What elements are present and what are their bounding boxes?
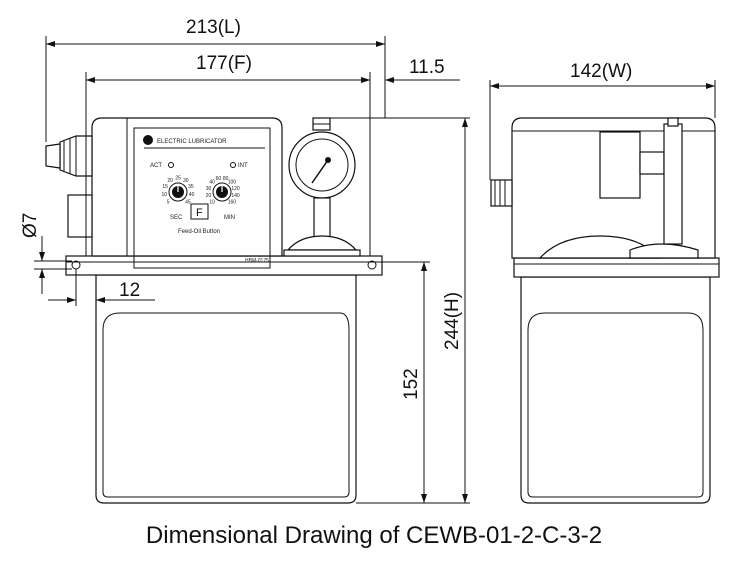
front-tank-inner-edge xyxy=(102,312,350,498)
min-label: MIN xyxy=(224,215,235,221)
dim-tank-height: 152 xyxy=(401,368,422,400)
dial-tick-label: 40 xyxy=(209,180,215,186)
dial-tick-label: 60 xyxy=(216,176,222,182)
dial-tick-label: 30 xyxy=(183,178,189,184)
panel-title: ELECTRIC LUBRICATOR xyxy=(157,139,227,145)
dim-foot: 12 xyxy=(119,280,140,301)
control-panel xyxy=(133,127,271,269)
act-indicator-lamp xyxy=(168,162,174,168)
front-base-plate xyxy=(65,255,383,276)
dial-tick-label: 5 xyxy=(167,199,170,205)
right-mounting-hole xyxy=(367,260,377,270)
dim-hole: Ø7 xyxy=(20,213,41,238)
dim-offset: 11.5 xyxy=(409,57,445,78)
int-indicator-lamp xyxy=(230,162,236,168)
side-view xyxy=(490,117,720,504)
dial-tick-label: 160 xyxy=(228,199,237,205)
front-head-housing xyxy=(91,117,283,257)
dim-overall-height: 244(H) xyxy=(442,292,463,350)
brand-logo-icon xyxy=(143,135,153,145)
pressure-gauge xyxy=(283,117,361,257)
sec-label: SEC xyxy=(170,215,183,221)
feed-oil-button xyxy=(190,203,209,220)
dial-tick-label: 120 xyxy=(231,186,240,192)
int-label: INT xyxy=(238,163,248,169)
front-oil-tank xyxy=(95,274,357,504)
dial-tick-label: 140 xyxy=(231,193,240,199)
side-oil-tank xyxy=(520,276,711,504)
front-dimensions: 213(L) 177(F) 11.5 244(H) 152 Ø7 12 xyxy=(20,17,470,504)
side-gauge-body xyxy=(599,131,641,199)
side-connector-block xyxy=(67,194,93,238)
dial-tick-label: 20 xyxy=(167,178,173,184)
side-dimensions: 142(W) xyxy=(489,61,716,180)
dial-tick-label: 30 xyxy=(206,186,212,192)
dial-tick-label: 45 xyxy=(185,199,191,205)
dial-tick-label: 35 xyxy=(188,184,194,190)
dim-overall-length: 213(L) xyxy=(186,17,241,38)
dial-tick-label: 20 xyxy=(206,193,212,199)
dial-tick-label: 10 xyxy=(162,192,168,198)
side-base-plate xyxy=(513,257,720,278)
feed-oil-button-caption: Feed-Oil Button xyxy=(178,229,220,235)
dial-tick-label: 10 xyxy=(209,199,215,205)
panel-part-code: HBM-0175 xyxy=(245,258,269,264)
dial-tick-label: 40 xyxy=(189,192,195,198)
dim-width: 142(W) xyxy=(570,61,632,82)
act-label: ACT xyxy=(150,163,162,169)
side-knob xyxy=(490,179,513,207)
feed-oil-button-label: F xyxy=(196,207,203,219)
cable-gland xyxy=(45,135,93,177)
drawing-caption: Dimensional Drawing of CEWB-01-2-C-3-2 xyxy=(145,522,603,549)
dial-tick-label: 100 xyxy=(228,180,237,186)
dial-tick-label: 80 xyxy=(223,176,229,182)
side-tank-inner-edge xyxy=(527,312,704,498)
dial-tick-label: 15 xyxy=(162,184,168,190)
dim-frame-length: 177(F) xyxy=(196,53,252,74)
dial-tick-label: 25 xyxy=(175,176,181,182)
side-gauge-stem xyxy=(663,123,683,245)
